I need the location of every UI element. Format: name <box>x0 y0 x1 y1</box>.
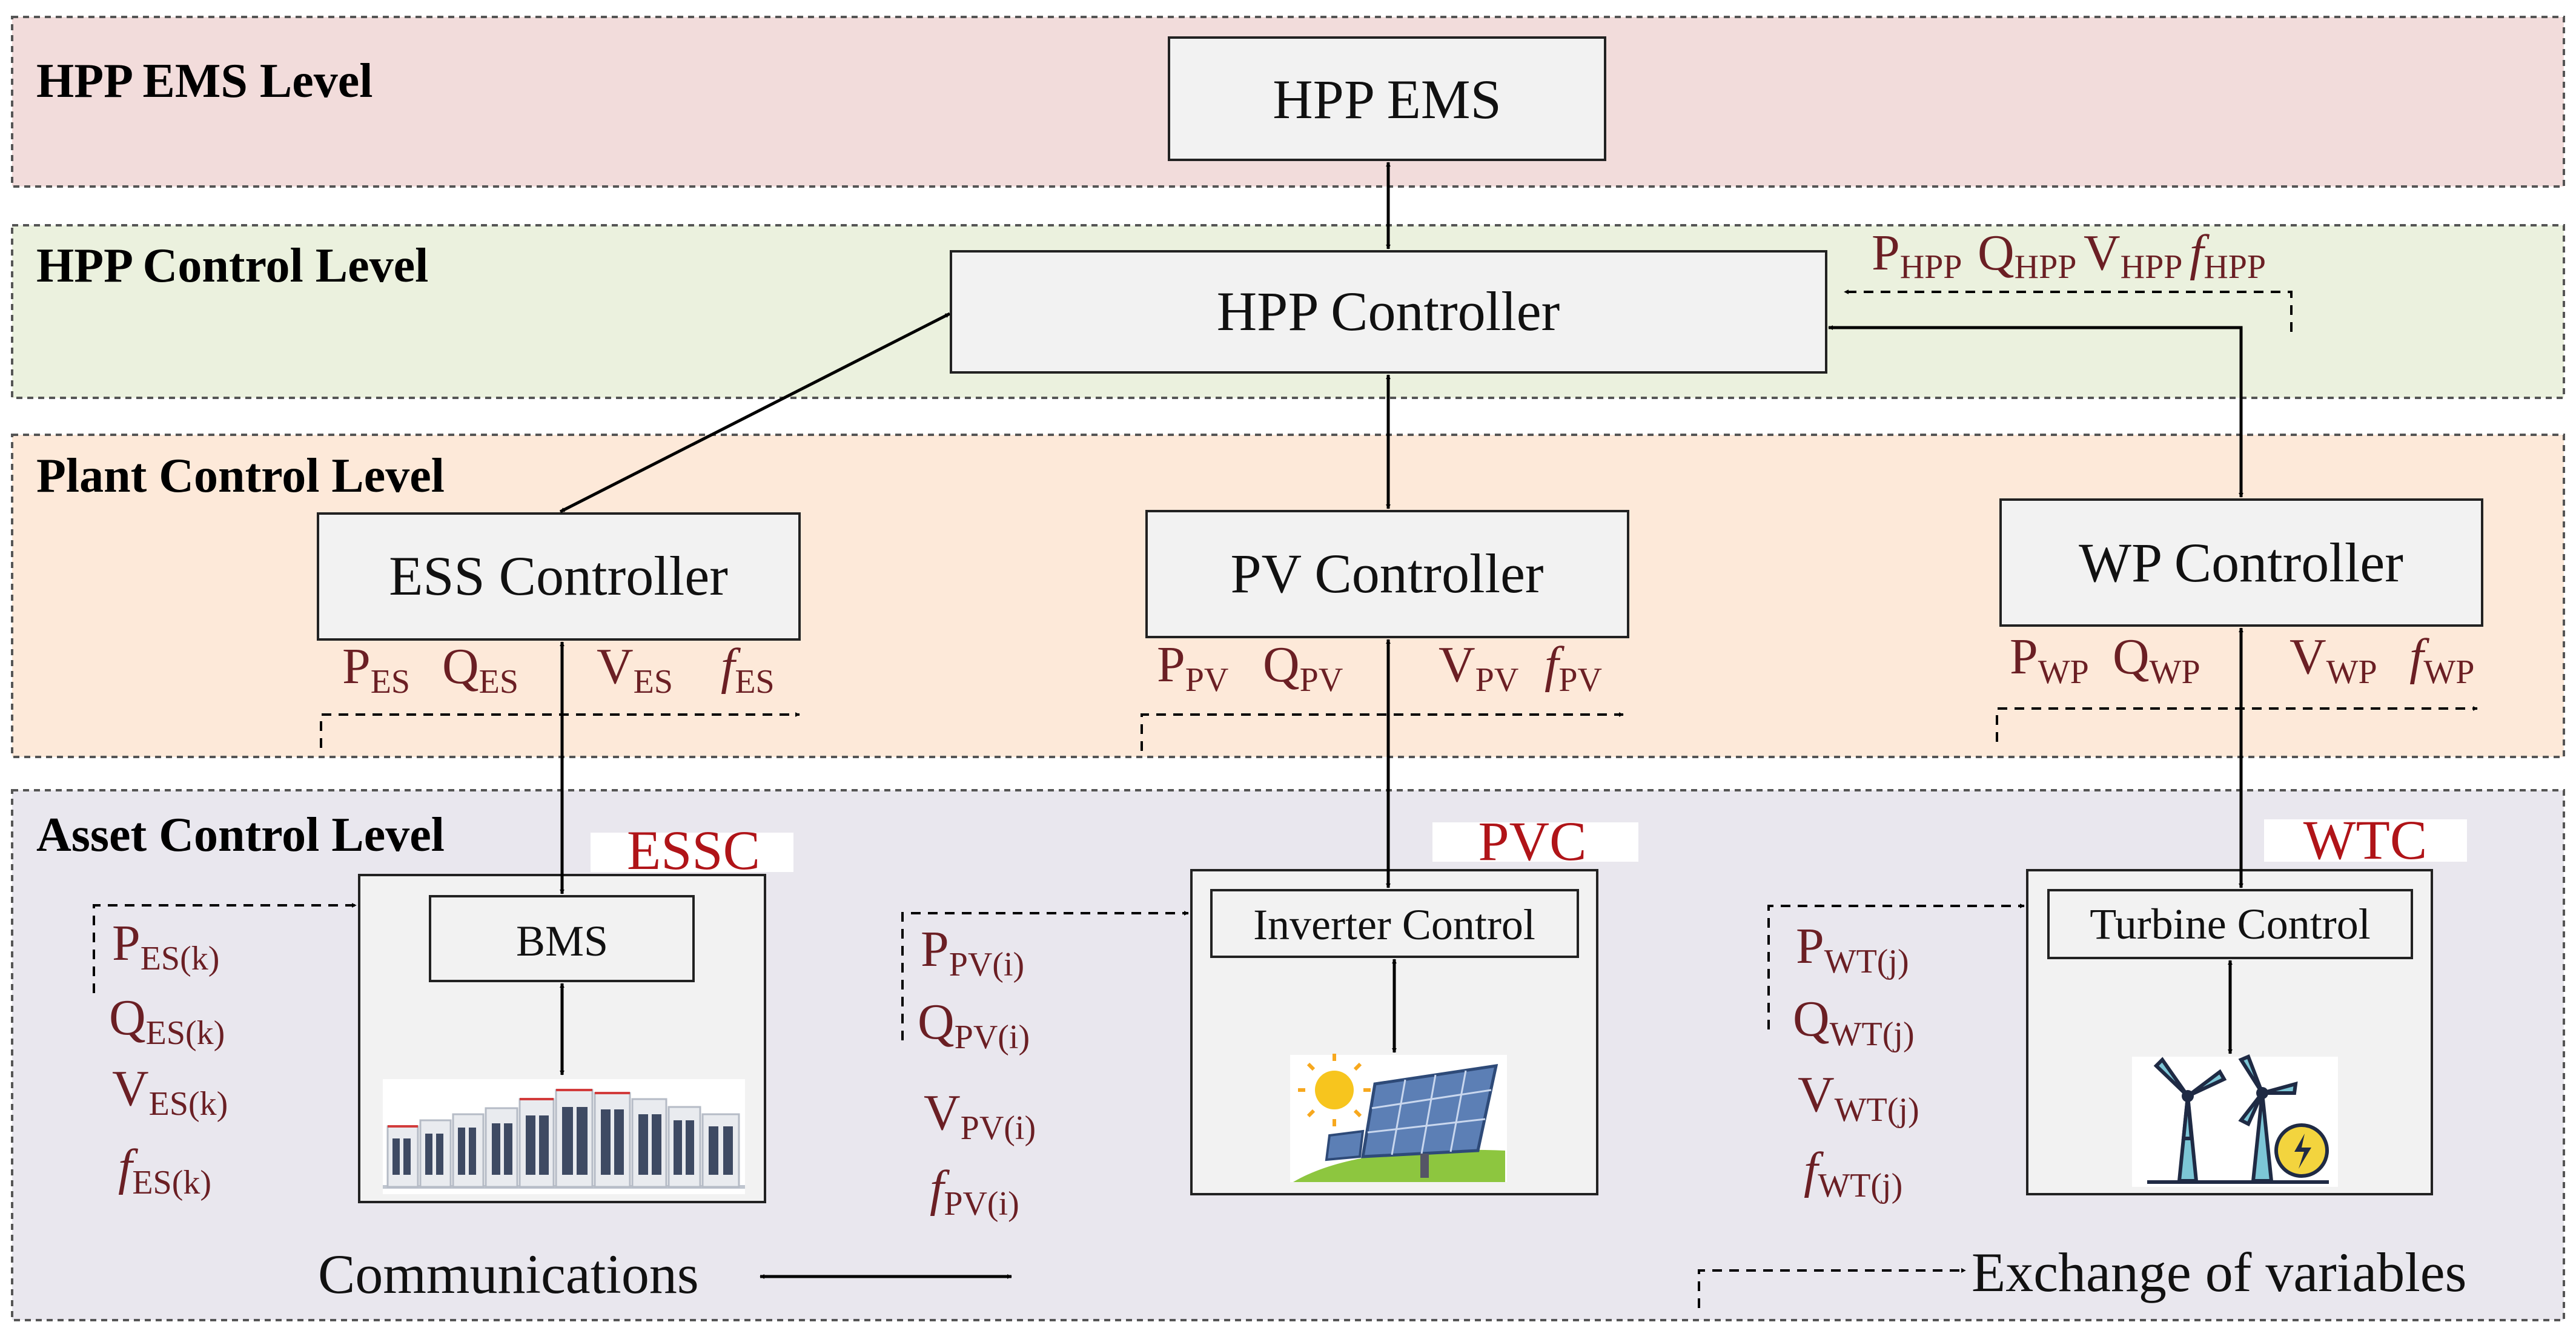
asset-level-title: Asset Control Level <box>36 808 445 862</box>
wt-j-variables-dashed-arrow <box>1767 904 2025 1029</box>
wtc-tag-bg <box>2264 819 2467 862</box>
bms-label: BMS <box>516 917 608 965</box>
signal-p-es: PES <box>342 638 410 701</box>
legend-exchange-dashed-arrow <box>1698 1268 1966 1308</box>
turbine-control-label: Turbine Control <box>2090 900 2370 948</box>
solar-panel-icon <box>1290 1054 1507 1182</box>
signal-v-wp: VWP <box>2290 629 2377 691</box>
plant-level-title: Plant Control Level <box>36 449 445 503</box>
signal-q-pv: QPV <box>1263 636 1343 699</box>
essc-tag: ESSC <box>627 819 760 881</box>
turbine-control-box <box>2047 889 2413 959</box>
inverter-control-box <box>1210 889 1579 958</box>
hpp-variables-dashed-arrow <box>1844 289 2293 332</box>
hpp-wp-comm-arrow <box>1828 325 2243 498</box>
signal-f-es-k: fES(k) <box>118 1139 211 1201</box>
signal-p-pv-i: PPV(i) <box>921 921 1024 983</box>
signal-v-hpp: VHPP <box>2084 225 2182 286</box>
signal-f-hpp: fHPP <box>2190 225 2266 286</box>
pv-controller-label: PV Controller <box>1230 543 1543 604</box>
bms-box <box>429 895 695 982</box>
hpp-ess-comm-arrow <box>559 312 951 514</box>
pv-variables-dashed-arrow <box>1141 712 1624 751</box>
ess-controller-label: ESS Controller <box>389 545 728 607</box>
control-level-title: HPP Control Level <box>36 239 428 292</box>
signal-v-es: VES <box>597 638 673 701</box>
wp-controller-box: WP Controller <box>1999 498 2483 627</box>
hpp-ems-box: HPP EMS <box>1168 36 1606 161</box>
legend-exchange-label: Exchange of variables <box>1972 1241 2466 1303</box>
wtc-tag: WTC <box>2303 809 2427 871</box>
hpp-controller-box: HPP Controller <box>950 250 1827 374</box>
signal-q-wp: QWP <box>2113 629 2200 691</box>
signal-q-hpp: QHPP <box>1978 225 2076 286</box>
signal-p-wp: PWP <box>2010 629 2089 691</box>
hpp-ems-label: HPP EMS <box>1273 68 1502 130</box>
hpp-controller-label: HPP Controller <box>1217 280 1560 342</box>
signal-v-pv: VPV <box>1439 636 1518 699</box>
es-k-variables-dashed-arrow <box>93 903 357 993</box>
signal-q-es: QES <box>442 638 518 701</box>
ems-level-title: HPP EMS Level <box>36 55 373 108</box>
pv-controller-box: PV Controller <box>1145 510 1629 638</box>
signal-f-wt-j: fWT(j) <box>1804 1142 1902 1204</box>
signal-p-wt-j: PWT(j) <box>1796 918 1909 980</box>
signal-f-pv-i: fPV(i) <box>930 1160 1019 1223</box>
pvc-tag-bg <box>1432 822 1638 862</box>
wind-turbine-icon <box>2132 1054 2338 1187</box>
pvc-tag: PVC <box>1478 810 1587 872</box>
signal-q-es-k: QES(k) <box>109 989 225 1052</box>
signal-v-pv-i: VPV(i) <box>924 1085 1036 1147</box>
wp-controller-label: WP Controller <box>2079 532 2403 593</box>
signal-q-pv-i: QPV(i) <box>918 994 1030 1056</box>
ess-controller-box: ESS Controller <box>317 512 801 641</box>
signal-p-pv: PPV <box>1157 636 1228 699</box>
battery-rack-icon <box>383 1079 745 1194</box>
pv-i-variables-dashed-arrow <box>901 911 1189 1040</box>
inverter-control-label: Inverter Control <box>1253 900 1535 949</box>
signal-p-es-k: PES(k) <box>112 915 219 977</box>
signal-v-es-k: VES(k) <box>112 1060 228 1123</box>
signal-q-wt-j: QWT(j) <box>1793 991 1915 1053</box>
legend-communications-label: Communications <box>318 1243 699 1305</box>
wtc-box: Turbine Control <box>2026 869 2433 1195</box>
signal-v-wt-j: VWT(j) <box>1798 1066 1919 1129</box>
essc-tag-bg <box>591 833 793 872</box>
signal-p-hpp: PHPP <box>1872 225 1962 286</box>
